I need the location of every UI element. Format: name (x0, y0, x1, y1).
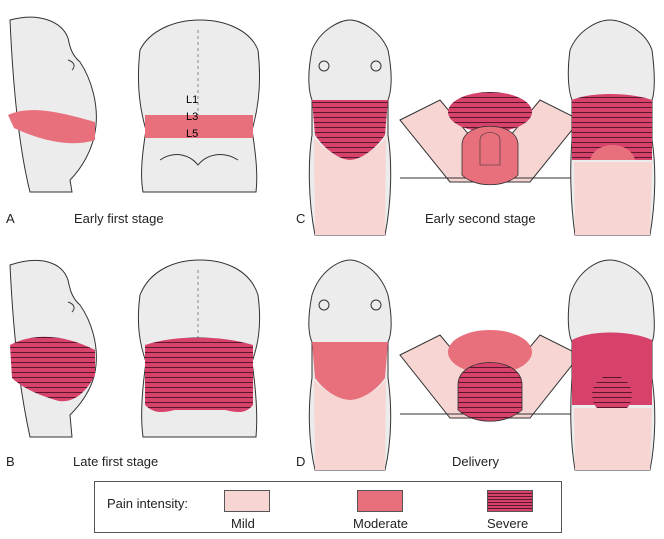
panel-c-back-figure (567, 19, 656, 236)
panel-a-side-figure (8, 16, 97, 193)
legend-label-severe: Severe (487, 516, 529, 531)
legend-swatch-moderate (357, 490, 403, 512)
panel-b-side-pain-region (10, 336, 95, 402)
vertebra-l3-label: L3 (186, 111, 198, 123)
panel-c-perineal-figure (399, 92, 581, 186)
panel-b-side-figure (9, 259, 97, 438)
panel-b-letter: B (6, 454, 15, 469)
panel-b-back-pain-region (145, 337, 253, 413)
panel-c-letter: C (296, 211, 306, 226)
panel-d-caption: Delivery (452, 454, 499, 469)
vertebra-l1-label: L1 (186, 94, 198, 106)
panel-d-back-figure (567, 259, 656, 471)
legend-label-mild: Mild (231, 516, 255, 531)
legend-swatch-severe (487, 490, 533, 512)
panel-d-sacral-region (592, 375, 632, 415)
panel-d-perineal-figure (399, 330, 581, 422)
panel-d-back-pain-region (572, 332, 652, 405)
panel-b-back-figure (137, 259, 261, 438)
legend-title: Pain intensity: (107, 496, 188, 511)
panel-c-caption: Early second stage (425, 211, 536, 226)
panel-d-uterus-region (448, 330, 532, 374)
vertebra-l5-label: L5 (186, 128, 198, 140)
panel-c-front-pain-region (312, 100, 388, 160)
legend-label-moderate: Moderate (353, 516, 408, 531)
panel-d-letter: D (296, 454, 306, 469)
panel-a-back-figure (137, 19, 261, 193)
panel-a-caption: Early first stage (74, 211, 164, 226)
panel-d-front-pain-region (312, 342, 388, 400)
panel-d-front-figure (308, 259, 392, 471)
panel-d-perineum-region (457, 362, 523, 422)
panel-a-letter: A (6, 211, 15, 226)
panel-c-front-figure (308, 19, 392, 236)
pain-intensity-legend: Pain intensity: Mild Moderate Severe (94, 481, 562, 533)
panel-c-back-pain-region (572, 94, 652, 160)
panel-c-uterus-region (448, 92, 532, 132)
legend-swatch-mild (224, 490, 270, 512)
panel-b-caption: Late first stage (73, 454, 159, 469)
panel-a-side-pain-band (8, 110, 95, 144)
panel-a-back-pain-band (145, 115, 253, 138)
